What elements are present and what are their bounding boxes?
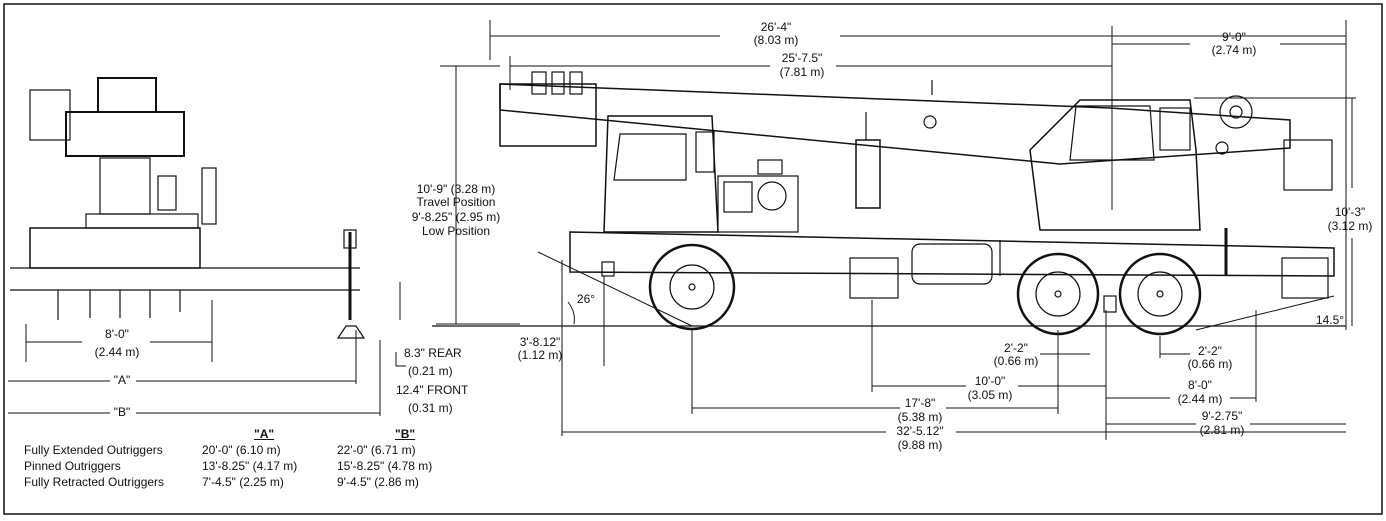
dim-travel-height: 10'-9" (3.28 m) <box>416 182 496 196</box>
dim-approach-angle: 26° <box>576 292 596 306</box>
table-cell-a: 13'-8.25" (4.17 m) <box>202 459 298 473</box>
dim-outrigger-spacing: 10'-0" <box>974 374 1006 388</box>
side-view-crane <box>499 71 1335 336</box>
rear-view-dimensions <box>8 282 406 416</box>
dim-overall-length: 32'-5.12" <box>896 424 944 438</box>
dim-rear-overhang-metric: (2.81 m) <box>1199 423 1245 437</box>
table-header-a: "A" <box>254 427 275 441</box>
dim-rear-9ft-metric: (2.74 m) <box>1211 43 1257 57</box>
dim-outrigger-spacing-metric: (3.05 m) <box>967 388 1013 402</box>
table-cell-b: 22'-0" (6.71 m) <box>337 443 416 457</box>
dim-rear-pad: 8.3" REAR <box>404 346 462 360</box>
outrigger-table-header: "A" "B" <box>24 426 477 442</box>
dim-top-overall: 26'-4" <box>760 20 792 34</box>
table-row-label: Fully Extended Outriggers <box>24 443 163 457</box>
dim-front-pad-metric: (0.31 m) <box>408 401 453 415</box>
dim-track-width: 8'-0" <box>105 327 129 341</box>
dim-rear-9ft: 9'-0" <box>1222 30 1246 44</box>
dim-top-overall-metric: (8.03 m) <box>753 33 799 47</box>
dim-rear-pad-metric: (0.21 m) <box>408 364 453 378</box>
outrigger-table: "A" "B" Fully Extended Outriggers 20'-0"… <box>24 426 477 490</box>
table-cell-b: 15'-8.25" (4.78 m) <box>337 459 433 473</box>
drawing-border <box>3 3 1383 515</box>
dim-axle-right: 2'-2" <box>1198 344 1222 358</box>
dim-ground-clearance-metric: (1.12 m) <box>517 348 563 362</box>
dim-wheelbase-metric: (5.38 m) <box>897 410 943 424</box>
dim-low-height: 9'-8.25" (2.95 m) <box>411 210 501 224</box>
dim-rear-8ft: 8'-0" <box>1188 378 1212 392</box>
dim-rear-8ft-metric: (2.44 m) <box>1177 392 1223 406</box>
dim-cab-height-metric: (3.12 m) <box>1327 219 1373 233</box>
table-row-label: Pinned Outriggers <box>24 459 121 473</box>
dim-departure-angle: 14.5° <box>1315 313 1345 327</box>
dim-a-label: "A" <box>113 373 131 387</box>
dim-axle-left: 2'-2" <box>1004 341 1028 355</box>
table-cell-a: 7'-4.5" (2.25 m) <box>202 475 284 489</box>
table-header-b: "B" <box>395 427 416 441</box>
dim-travel-label: Travel Position <box>416 195 496 209</box>
dim-low-label: Low Position <box>421 224 491 238</box>
dim-axle-left-metric: (0.66 m) <box>993 354 1039 368</box>
rear-view-crane <box>10 77 366 339</box>
side-view-dimensions <box>432 20 1356 440</box>
dim-rear-overhang: 9'-2.75" <box>1201 409 1243 423</box>
table-row: Fully Extended Outriggers 20'-0" (6.10 m… <box>24 442 477 458</box>
dim-cab-height: 10'-3" <box>1334 205 1366 219</box>
dim-ground-clearance: 3'-8.12" <box>519 335 561 349</box>
dim-boom-length: 25'-7.5" <box>781 51 823 65</box>
dim-wheelbase: 17'-8" <box>904 396 936 410</box>
table-row: Pinned Outriggers 13'-8.25" (4.17 m) 15'… <box>24 458 477 474</box>
dim-overall-length-metric: (9.88 m) <box>897 438 943 452</box>
table-row: Fully Retracted Outriggers 7'-4.5" (2.25… <box>24 474 477 490</box>
table-cell-a: 20'-0" (6.10 m) <box>202 443 281 457</box>
dim-boom-length-metric: (7.81 m) <box>779 65 825 79</box>
dim-b-label: "B" <box>113 405 131 419</box>
dim-axle-right-metric: (0.66 m) <box>1187 357 1233 371</box>
table-cell-b: 9'-4.5" (2.86 m) <box>337 475 419 489</box>
dim-front-pad: 12.4" FRONT <box>396 383 469 397</box>
dim-track-width-metric: (2.44 m) <box>94 345 140 359</box>
table-row-label: Fully Retracted Outriggers <box>24 475 165 489</box>
